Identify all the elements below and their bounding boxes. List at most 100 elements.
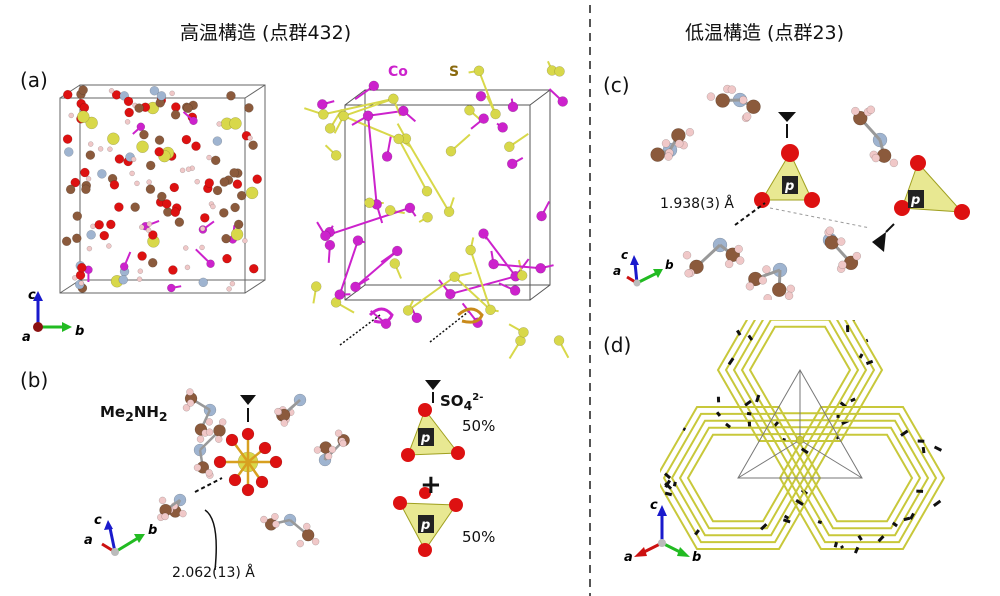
- sulfur-atom: [518, 327, 529, 338]
- hydrogen-atom: [68, 112, 74, 119]
- carbon-atom: [219, 177, 230, 187]
- cobalt-atom: [506, 158, 518, 170]
- carbon-atom: [147, 258, 158, 268]
- hydrogen-atom: [210, 203, 216, 210]
- oxygen-atom: [63, 89, 73, 100]
- carbon-atom: [236, 190, 247, 201]
- hydrogen-atom: [194, 178, 200, 185]
- panel-c-structure: p p: [650, 84, 970, 300]
- carbon-atom: [157, 191, 167, 202]
- hydrogen-atom: [851, 106, 860, 116]
- sulfur-atom: [388, 93, 399, 105]
- distance-label-b: 2.062(13) Å: [172, 565, 255, 581]
- hydrogen-atom: [169, 90, 175, 97]
- svg-text:c: c: [94, 513, 102, 528]
- oxygen-atom: [204, 178, 215, 188]
- sulfur-atom: [310, 281, 322, 292]
- oxygen-atom: [222, 253, 232, 264]
- svg-text:b: b: [148, 523, 157, 538]
- carbon-atom: [145, 160, 156, 171]
- sulfur-atom: [85, 116, 98, 130]
- hydrogen-atom: [762, 265, 771, 274]
- panel-b-molecule: [157, 388, 350, 570]
- hydrogen-atom: [179, 167, 186, 174]
- hydrogen-atom: [124, 119, 131, 125]
- sulfur-atom: [553, 335, 565, 346]
- sulfur-atom: [384, 205, 396, 216]
- cobalt-atom: [411, 312, 423, 324]
- carbon-atom: [130, 202, 140, 212]
- hydrogen-atom: [87, 141, 94, 147]
- hydrogen-atom: [146, 221, 153, 227]
- hydrogen-atom: [205, 469, 213, 477]
- hydrogen-atom: [229, 280, 236, 287]
- hydrogen-atom: [661, 139, 671, 148]
- sulfur-atom: [490, 108, 501, 120]
- hydrogen-atom: [334, 429, 343, 438]
- oxygen-atom: [80, 167, 90, 178]
- hydrogen-atom: [242, 238, 248, 244]
- sulfur-atom: [318, 109, 329, 120]
- cobalt-atom: [391, 245, 403, 257]
- oxygen-atom: [181, 134, 192, 145]
- sulfur-atom: [421, 185, 433, 197]
- svg-text:b: b: [665, 258, 674, 272]
- hydrogen-atom: [186, 388, 194, 396]
- hydrogen-atom: [758, 276, 768, 285]
- oxygen-atom: [200, 213, 210, 223]
- svg-text:p: p: [784, 179, 794, 194]
- orientation-top-pct: 50%: [462, 417, 496, 435]
- carbon-atom: [61, 236, 72, 247]
- carbon-atom: [244, 103, 254, 113]
- oxygen-atom: [225, 433, 239, 447]
- panel-b-axes: c a b: [84, 513, 157, 556]
- hydrogen-atom: [97, 146, 104, 152]
- nitrogen-atom: [64, 147, 74, 157]
- anion-label: SO42-: [440, 392, 484, 413]
- sulfur-atom: [330, 150, 342, 161]
- sulfur-atom: [443, 206, 455, 218]
- sulfur-atom: [230, 228, 244, 241]
- carbon-atom: [221, 233, 231, 244]
- svg-text:c: c: [621, 248, 628, 262]
- cobalt-atom: [404, 202, 416, 214]
- hydrogen-atom: [78, 280, 85, 286]
- hydrogen-atom: [108, 87, 115, 94]
- hydrogen-atom: [311, 537, 320, 546]
- hydrogen-atom: [339, 439, 347, 448]
- oxygen-atom: [109, 180, 120, 190]
- hydrogen-atom: [735, 256, 745, 265]
- sulfur-atom: [229, 117, 242, 130]
- svg-text:p: p: [910, 193, 920, 208]
- sulfur-atom: [465, 244, 476, 256]
- carbon-atom: [213, 424, 226, 437]
- carbon-atom: [139, 129, 149, 140]
- cobalt-atom: [535, 263, 546, 274]
- sulfur-atom: [324, 123, 336, 134]
- hydrogen-atom: [742, 112, 752, 121]
- sulfur-atom: [107, 132, 120, 145]
- hydrogen-atom: [186, 399, 195, 407]
- carbon-atom: [85, 150, 96, 160]
- hydrogen-atom: [214, 435, 223, 443]
- sulfur-atom: [338, 110, 349, 122]
- panel-b-label: (b): [20, 368, 49, 392]
- oxygen-atom: [241, 427, 255, 441]
- svg-text:b: b: [692, 550, 701, 565]
- oxygen-atom: [70, 177, 81, 188]
- carbon-atom: [72, 211, 83, 221]
- sulfur-atom: [554, 66, 565, 77]
- oxygen-atom: [241, 483, 255, 497]
- hydrogen-atom: [784, 291, 794, 300]
- sulfur-atom: [516, 270, 528, 281]
- sulfur-atom: [464, 105, 475, 116]
- hydrogen-atom: [727, 85, 737, 94]
- carbon-atom: [72, 233, 82, 244]
- carbon-atom: [230, 202, 240, 213]
- oxygen-atom: [77, 262, 87, 273]
- hydrogen-atom: [205, 418, 214, 426]
- hydrogen-atom: [205, 428, 214, 436]
- oxygen-atom: [114, 154, 125, 164]
- svg-text:c: c: [650, 498, 658, 513]
